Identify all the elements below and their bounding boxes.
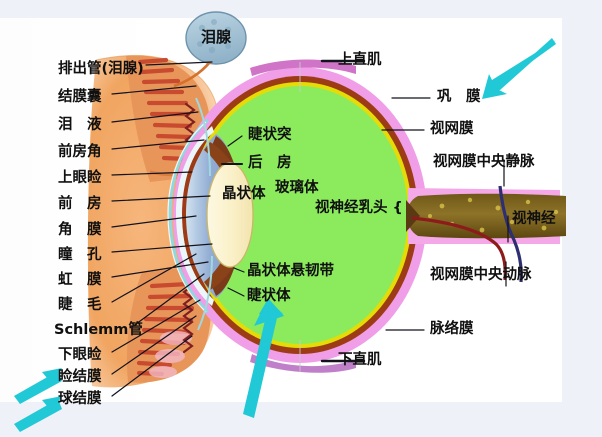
leader-iris xyxy=(111,261,209,278)
label-inferior-rectus: 下直肌 xyxy=(338,352,382,368)
label-anterior-chamber: 前 房 xyxy=(58,196,102,212)
eyeball-globe xyxy=(173,67,427,363)
label-ciliary-body: 睫状体 xyxy=(247,288,291,304)
leader-anterior-chamber xyxy=(111,195,211,202)
label-palpebral-conjunctiva: 睑结膜 xyxy=(58,369,102,385)
leader-lower-eyelid xyxy=(111,299,201,353)
label-upper-eyelid: 上眼睑 xyxy=(58,170,102,186)
leader-cornea xyxy=(111,215,197,228)
rectus-muscles xyxy=(250,59,356,373)
arrow-lower-left-1 xyxy=(14,368,62,404)
arrow-top-right xyxy=(482,38,556,99)
optic-nerve xyxy=(406,185,566,283)
anterior-segment xyxy=(167,118,254,314)
label-pupil: 瞳 孔 xyxy=(58,247,102,263)
leader-anterior-chamber-angle xyxy=(111,139,205,150)
inferior-rectus xyxy=(250,354,356,373)
label-conjunctival-sac: 结膜囊 xyxy=(58,89,102,105)
label-vitreous-body: 玻璃体 xyxy=(275,180,319,198)
label-lacrimal-gland: 泪腺 xyxy=(201,28,232,46)
corneal-outer-line xyxy=(168,118,210,314)
label-excretory-duct: 排出管(泪腺) xyxy=(58,61,144,77)
leader-zonule xyxy=(233,267,245,273)
leader-ciliary-body xyxy=(227,287,245,297)
label-optic-disc: 视神经乳头 { xyxy=(315,200,403,216)
conjunctival-sac xyxy=(195,97,213,331)
label-lower-eyelid: 下眼睑 xyxy=(58,347,102,363)
arrow-lower-left-2 xyxy=(14,396,62,432)
label-ciliary-process: 睫状突 xyxy=(248,127,292,143)
central-retinal-artery xyxy=(411,216,507,281)
leader-ciliary-process xyxy=(227,135,243,147)
label-lens: 晶状体 xyxy=(222,186,266,204)
leader-pupil xyxy=(111,243,213,253)
label-sclera: 巩 膜 xyxy=(437,89,481,105)
superior-rectus xyxy=(250,59,356,76)
leader-eyelash xyxy=(111,253,197,303)
arrow-bottom-center xyxy=(243,298,284,418)
leader-schlemm-canal xyxy=(131,273,205,328)
leader-bulbar-conjunctiva xyxy=(111,335,193,397)
leader-palpebral-conjunctiva xyxy=(111,315,197,375)
central-retinal-vein xyxy=(498,185,523,283)
label-zonule-of-zinn: 晶状体悬韧带 xyxy=(247,263,334,279)
label-choroid: 脉络膜 xyxy=(430,321,474,337)
label-bulbar-conjunctiva: 球结膜 xyxy=(58,391,102,407)
cornea xyxy=(176,126,214,306)
label-vitreous-body-text: 玻璃体 xyxy=(275,180,319,198)
label-anterior-chamber-angle: 前房角 xyxy=(58,144,102,160)
leader-conjunctival-sac xyxy=(111,85,197,95)
label-tear-fluid: 泪 液 xyxy=(58,117,102,133)
limbal-highlight xyxy=(167,121,207,313)
label-eyelash: 睫 毛 xyxy=(58,297,102,313)
label-lens-text: 晶状体 xyxy=(222,186,266,204)
label-central-retinal-artery: 视网膜中央动脉 xyxy=(430,267,532,283)
label-posterior-chamber: 后 房 xyxy=(248,155,292,171)
leader-tear-fluid xyxy=(111,111,199,123)
label-optic-nerve: 视神经 xyxy=(512,211,556,227)
lacrimal-gland xyxy=(173,11,247,88)
excretory-duct xyxy=(173,61,211,88)
leader-excretory-duct xyxy=(145,61,213,66)
label-central-retinal-vein: 视网膜中央静脉 xyxy=(433,154,535,170)
label-iris: 虹 膜 xyxy=(58,272,102,288)
label-cornea: 角 膜 xyxy=(58,222,102,238)
leader-upper-eyelid xyxy=(111,171,193,176)
vitreous-body xyxy=(192,86,408,344)
label-retina: 视网膜 xyxy=(430,121,474,137)
label-schlemm-canal: Schlemm管 xyxy=(54,322,143,338)
label-superior-rectus: 上直肌 xyxy=(338,52,382,68)
